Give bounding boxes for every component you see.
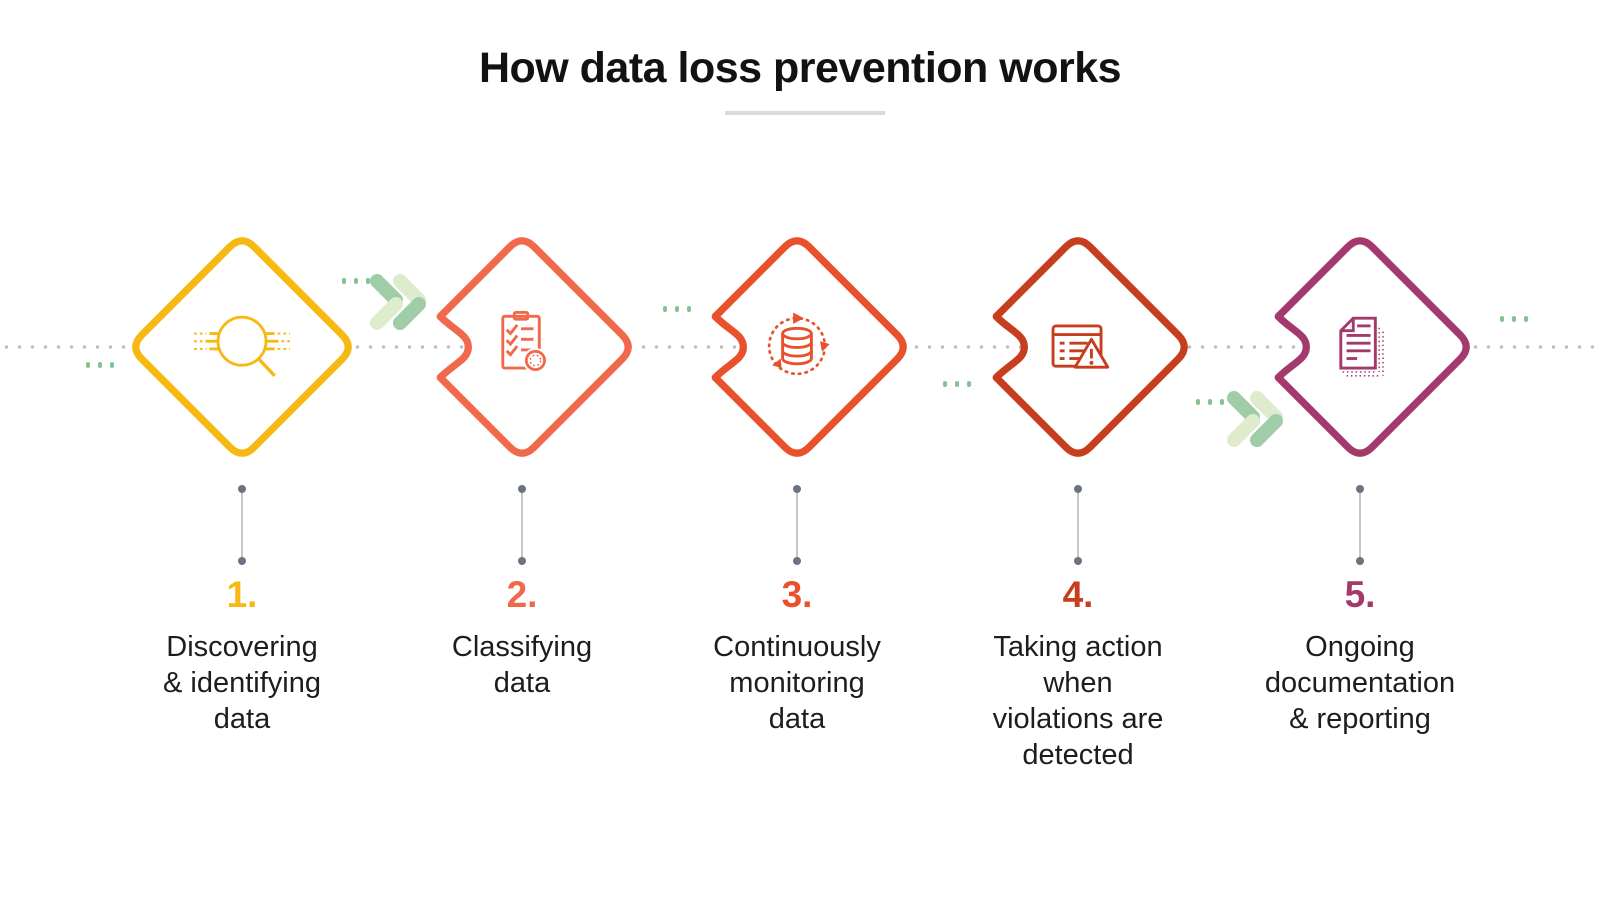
page-title: How data loss prevention works <box>478 44 1122 92</box>
step-number: 5. <box>1344 574 1376 615</box>
step-number: 3. <box>781 574 813 615</box>
database-sync-icon <box>767 312 830 376</box>
fast-forward-icon <box>1227 391 1283 447</box>
step-connector <box>796 489 798 561</box>
document-report-icon <box>1339 316 1384 377</box>
magnifier-icon <box>194 315 290 377</box>
step-diamond-notched <box>711 237 907 457</box>
step-connector <box>241 489 243 561</box>
green-dots <box>943 381 971 387</box>
green-dots <box>1196 399 1224 405</box>
clipboard-checklist-icon <box>501 311 548 373</box>
step-number: 1. <box>226 574 258 615</box>
step-connector <box>1077 489 1079 561</box>
step-diamond-notched <box>436 237 632 457</box>
green-dots <box>342 278 370 284</box>
step-connector <box>521 489 523 561</box>
step-connector <box>1359 489 1361 561</box>
step-number: 2. <box>506 574 538 615</box>
window-alert-icon <box>1051 324 1110 369</box>
green-dots <box>663 306 691 312</box>
title-underline <box>725 111 885 115</box>
step-diamond <box>132 237 352 457</box>
step-number: 4. <box>1062 574 1094 615</box>
green-dots <box>1500 316 1528 322</box>
green-dots <box>86 362 114 368</box>
fast-forward-icon <box>370 274 426 330</box>
